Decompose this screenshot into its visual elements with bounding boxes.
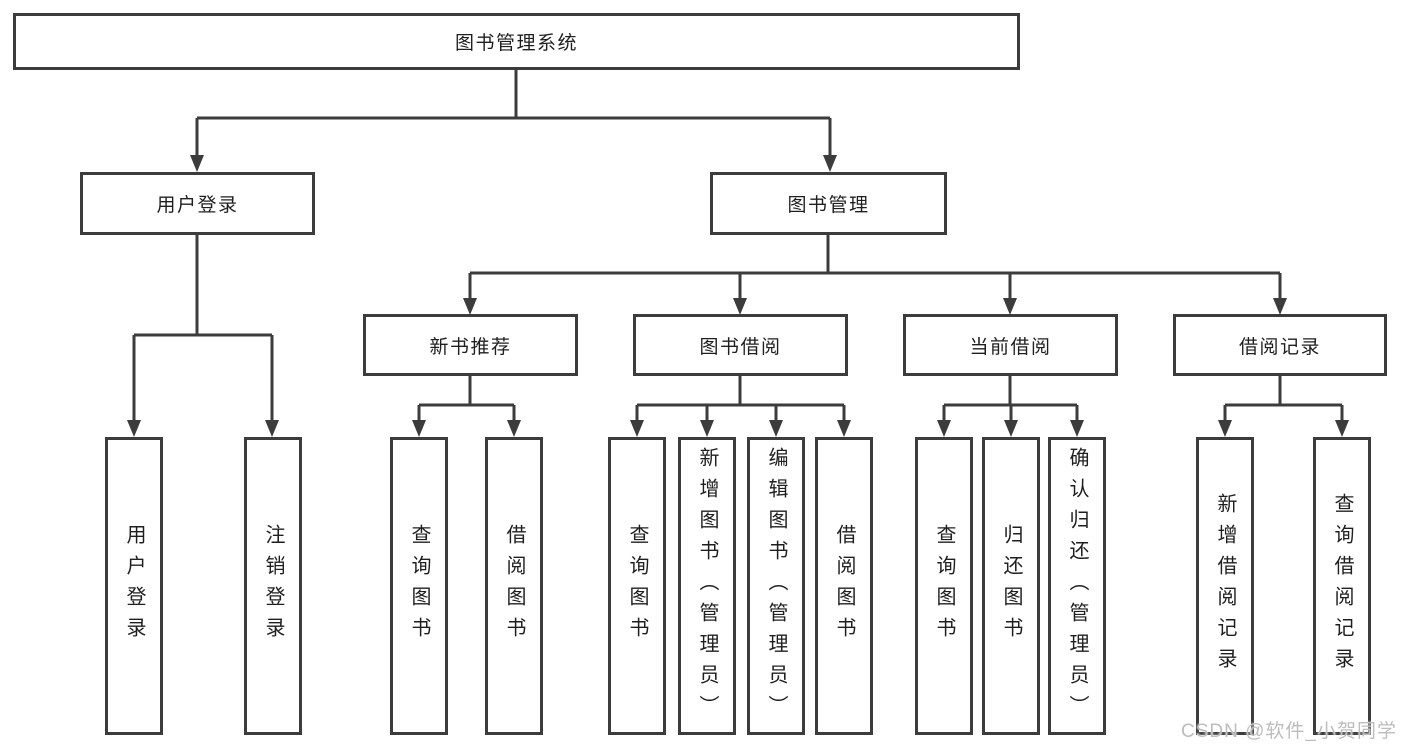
- node-new-book-recommend: 新书推荐: [363, 314, 578, 376]
- node-user-login-label: 用户登录: [156, 195, 239, 216]
- leaf-borrow-books-label: 借阅图书: [833, 524, 855, 648]
- leaf-query-books-recommend-label: 查询图书: [408, 524, 430, 648]
- arrowhead-icon: [507, 420, 521, 437]
- leaf-edit-books-admin: 编辑图书（管理员）: [747, 437, 805, 735]
- csdn-watermark: CSDN @软件_小贺同学: [1181, 721, 1397, 742]
- arrowhead-icon: [937, 420, 951, 437]
- node-root-label: 图书管理系统: [454, 33, 578, 54]
- leaf-add-borrow-record-label: 新增借阅记录: [1214, 493, 1236, 679]
- arrowhead-icon: [837, 420, 851, 437]
- leaf-query-books-current-label: 查询图书: [933, 524, 955, 648]
- leaf-confirm-return-admin: 确认归还（管理员）: [1048, 437, 1106, 735]
- connector-root-to-level1: [195, 70, 832, 158]
- arrowhead-icon: [1335, 420, 1349, 437]
- leaf-add-books-admin-label: 新增图书（管理员）: [696, 446, 718, 726]
- leaf-edit-books-admin-label: 编辑图书（管理员）: [765, 446, 787, 726]
- node-borrow-records: 借阅记录: [1173, 314, 1387, 376]
- connector-userlogin-to-leaves: [132, 235, 274, 423]
- node-user-login: 用户登录: [80, 172, 315, 235]
- leaf-query-books-current: 查询图书: [915, 437, 973, 735]
- connector-bookmgmt-to-level2: [468, 235, 1282, 301]
- node-book-management-label: 图书管理: [787, 195, 870, 216]
- leaf-add-books-admin: 新增图书（管理员）: [678, 437, 736, 735]
- leaf-query-books-borrow: 查询图书: [608, 437, 666, 735]
- arrowhead-icon: [700, 420, 714, 437]
- leaf-query-borrow-record-label: 查询借阅记录: [1331, 493, 1353, 679]
- leaf-query-borrow-record: 查询借阅记录: [1313, 437, 1371, 735]
- leaf-logout-label: 注销登录: [262, 524, 284, 648]
- node-current-borrow-label: 当前借阅: [969, 336, 1052, 358]
- leaf-borrow-books-recommend-label: 借阅图书: [503, 524, 525, 648]
- leaf-borrow-books-recommend: 借阅图书: [485, 437, 543, 735]
- leaf-borrow-books: 借阅图书: [815, 437, 873, 735]
- arrowhead-icon: [1003, 298, 1017, 315]
- node-book-borrow-label: 图书借阅: [699, 336, 782, 358]
- leaf-return-books: 归还图书: [982, 437, 1040, 735]
- leaf-query-books-recommend: 查询图书: [390, 437, 448, 735]
- arrowhead-icon: [769, 420, 783, 437]
- arrowhead-icon: [823, 155, 837, 172]
- arrowhead-icon: [463, 298, 477, 315]
- connector-current-to-leaves: [942, 376, 1079, 423]
- leaf-user-login: 用户登录: [105, 437, 163, 735]
- leaf-logout: 注销登录: [244, 437, 302, 735]
- arrowhead-icon: [630, 420, 644, 437]
- connector-records-to-leaves: [1223, 376, 1344, 423]
- leaf-query-books-borrow-label: 查询图书: [626, 524, 648, 648]
- connector-newbook-to-leaves: [417, 376, 516, 423]
- arrowhead-icon: [1273, 298, 1287, 315]
- node-current-borrow: 当前借阅: [903, 314, 1118, 376]
- arrowhead-icon: [1218, 420, 1232, 437]
- arrowhead-icon: [412, 420, 426, 437]
- arrowhead-icon: [1070, 420, 1084, 437]
- arrowhead-icon: [190, 155, 204, 172]
- node-book-management: 图书管理: [710, 172, 947, 235]
- arrowhead-icon: [733, 298, 747, 315]
- leaf-return-books-label: 归还图书: [1000, 524, 1022, 648]
- arrowhead-icon: [127, 420, 141, 437]
- arrowhead-icon: [1004, 420, 1018, 437]
- node-borrow-records-label: 借阅记录: [1238, 336, 1321, 358]
- node-root: 图书管理系统: [13, 13, 1020, 70]
- node-book-borrow: 图书借阅: [633, 314, 848, 376]
- arrowhead-icon: [265, 420, 279, 437]
- leaf-user-login-label: 用户登录: [123, 524, 145, 648]
- connector-borrow-to-leaves: [635, 376, 846, 423]
- leaf-add-borrow-record: 新增借阅记录: [1196, 437, 1254, 735]
- leaf-confirm-return-admin-label: 确认归还（管理员）: [1066, 446, 1088, 726]
- node-new-book-recommend-label: 新书推荐: [429, 336, 512, 358]
